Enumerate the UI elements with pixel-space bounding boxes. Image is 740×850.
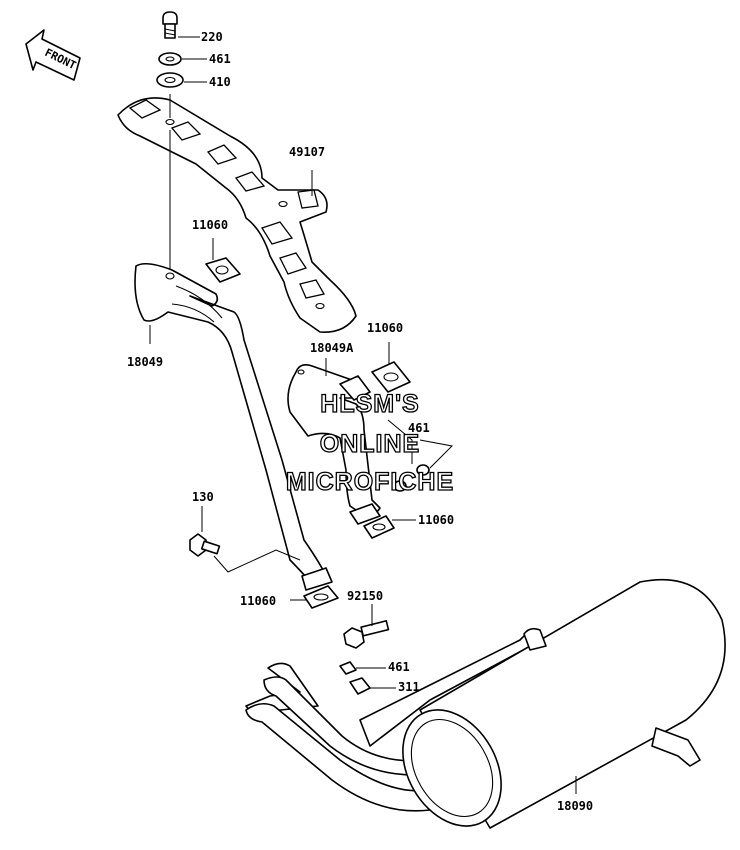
label-11060-a: 11060 [192,218,228,232]
heat-guard-49107 [117,97,357,333]
exhaust-pipe-18049A [287,364,381,525]
nut-311-mid [393,480,407,492]
lock-washer-461-mid [416,464,430,476]
label-410: 410 [209,75,231,89]
label-18049A: 18049A [310,341,354,355]
bolt-130 [189,533,221,557]
gasket-11060-d [303,585,339,609]
label-461-top: 461 [209,52,231,66]
label-11060-d: 11060 [240,594,276,608]
label-130: 130 [192,490,214,504]
label-18049: 18049 [127,355,163,369]
bolt-92150 [343,620,390,649]
lock-washer-461-low [339,661,357,675]
nut-311-low [349,677,371,695]
watermark-line2: ONLINE [320,430,420,458]
label-311: 311 [398,680,420,694]
exhaust-pipe-18049 [134,262,333,591]
watermark-line3: MICROFICHE [286,468,454,496]
gasket-11060-b [371,361,411,393]
label-461-mid: 461 [408,421,430,435]
watermark-line1: HLSM'S [320,390,419,418]
gasket-11060-a [205,257,241,283]
screw-220 [162,11,178,39]
gasket-11060-c [363,515,395,539]
lock-washer-461-top [158,52,182,66]
watermark: HLSM'S ONLINE MICROFICHE [285,389,454,496]
washer-410 [156,72,184,88]
muffler-18090 [245,578,726,829]
label-92150: 92150 [347,589,383,603]
front-arrow-icon: FRONT [25,29,81,81]
label-461-low: 461 [388,660,410,674]
label-49107: 49107 [289,145,325,159]
label-18090: 18090 [557,799,593,813]
label-11060-c: 11060 [418,513,454,527]
label-220: 220 [201,30,223,44]
label-11060-b: 11060 [367,321,403,335]
